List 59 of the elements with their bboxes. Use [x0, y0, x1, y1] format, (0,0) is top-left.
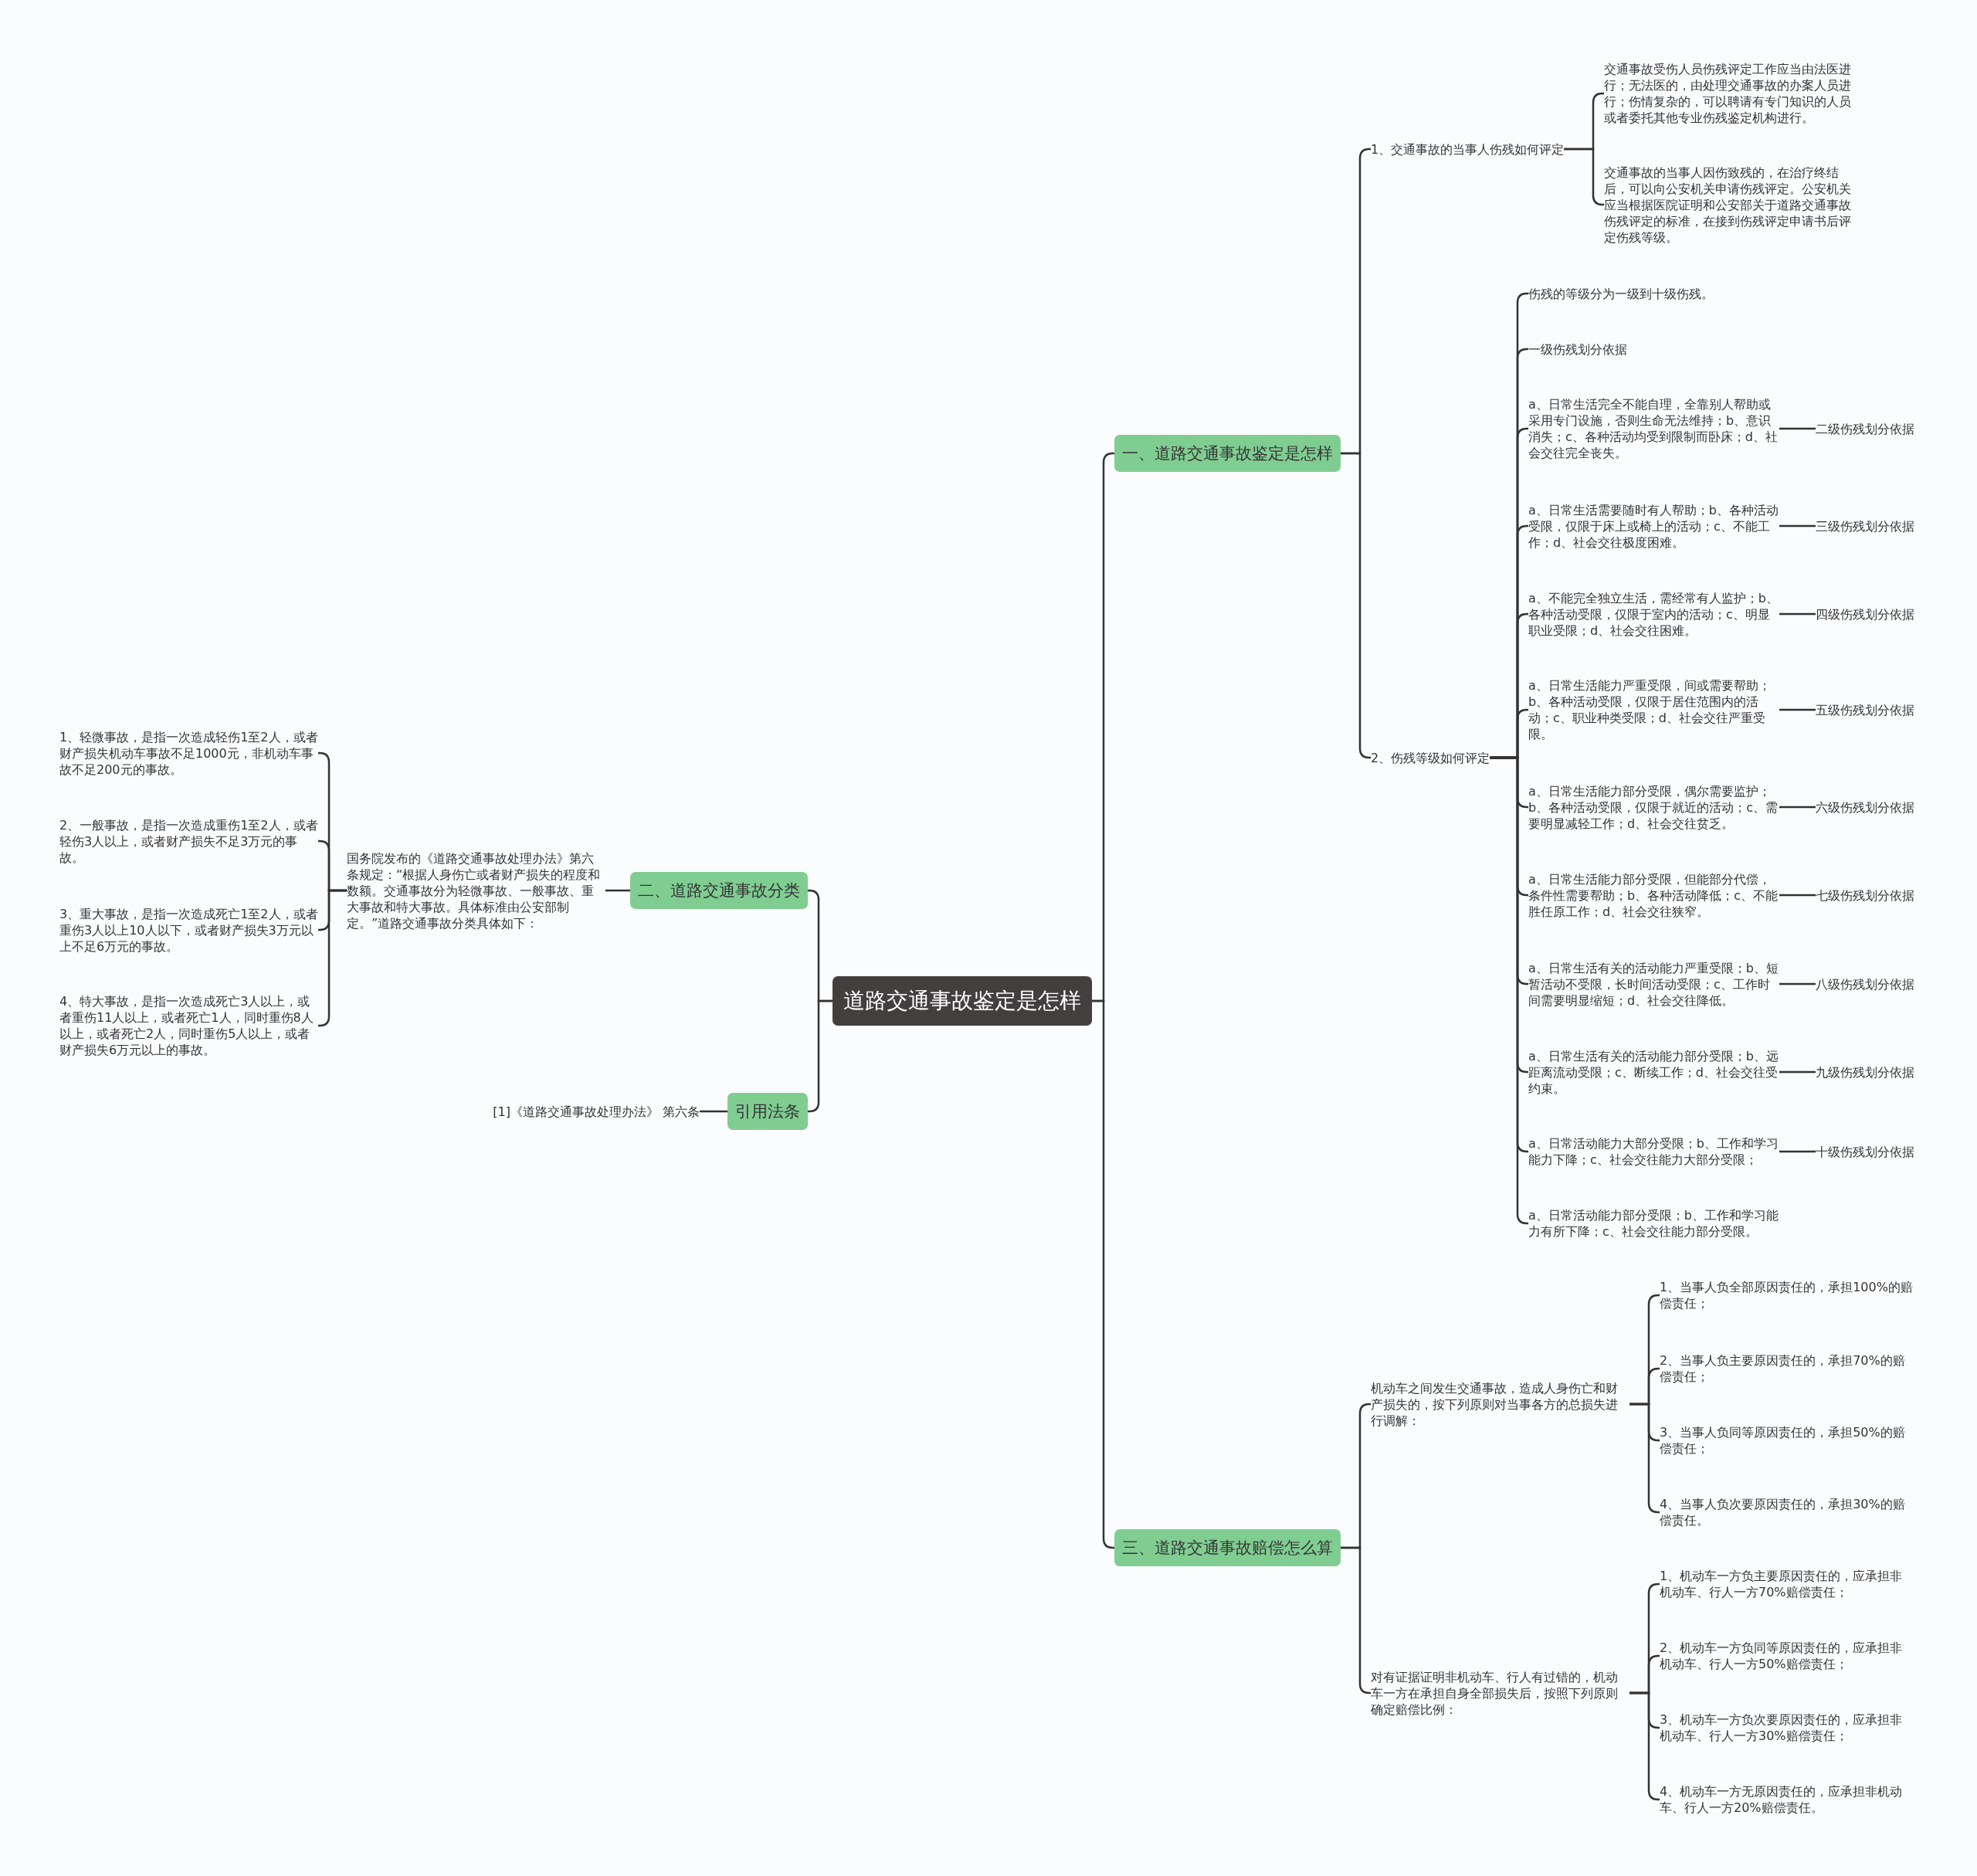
connector-line — [1779, 427, 1816, 430]
connector-line — [1092, 999, 1115, 1549]
topic-text: 2、机动车一方负同等原因责任的，应承担非机动车、行人一方50%赔偿责任； — [1660, 1640, 1914, 1672]
branch-topic-box: 三、道路交通事故赔偿怎么算 — [1114, 1529, 1341, 1566]
connector-line — [1779, 894, 1816, 897]
topic-text: 二级伤残划分依据 — [1816, 420, 1914, 437]
topic-text: 机动车之间发生交通事故，造成人身伤亡和财产损失的，按下列原则对当事各方的总损失进行调解： — [1371, 1379, 1629, 1429]
topic-text: 3、重大事故，是指一次造成死亡1至2人，或者重伤3人以上10人以下，或者财产损失3万元以上不足6万元的事故。 — [59, 905, 318, 955]
topic-text: a、日常生活有关的活动能力严重受限；b、短暂活动不受限，长时间活动受限；c、工作时间需要明显缩短；d、社会交往降低。 — [1528, 959, 1779, 1009]
topic-text: 对有证据证明非机动车、行人有过错的，机动车一方在承担自身全部损失后，按照下列原则确定赔偿比例： — [1371, 1668, 1629, 1718]
branch-topic-box: 二、道路交通事故分类 — [630, 872, 808, 909]
topic-text: 1、轻微事故，是指一次造成轻伤1至2人，或者财产损失机动车事故不足1000元，非机动车事故不足200元的事故。 — [59, 728, 318, 778]
topic-text: 1、交通事故的当事人伤残如何评定 — [1371, 141, 1565, 158]
topic-text: a、日常生活完全不能自理，全靠别人帮助或采用专门设施，否则生命无法维持；b、意识消失；c、各种活动均受到限制而卧床；d、社会交往完全丧失。 — [1528, 396, 1779, 461]
topic-text: a、日常生活能力部分受限，但能部分代偿，条件性需要帮助；b、各种活动降低；c、不能胜任原工作；d、社会交往狭窄。 — [1528, 870, 1779, 920]
connector-line — [1779, 982, 1816, 985]
topic-text: 交通事故受伤人员伤残评定工作应当由法医进行；无法医的，由处理交通事故的办案人员进行；伤情复杂的，可以聘请有专门知识的人员或者委托其他专业伤残鉴定机构进行。 — [1604, 61, 1863, 126]
topic-text: 3、机动车一方负次要原因责任的，应承担非机动车、行人一方30%赔偿责任； — [1660, 1711, 1914, 1744]
topic-text: 八级伤残划分依据 — [1816, 975, 1914, 992]
branch-topic-box: 引用法条 — [727, 1093, 808, 1130]
central-topic-box: 道路交通事故鉴定是怎样 — [833, 976, 1092, 1026]
connector-line — [1779, 1070, 1816, 1074]
topic-text: 4、当事人负次要原因责任的，承担30%的赔偿责任。 — [1660, 1496, 1914, 1528]
topic-text: 六级伤残划分依据 — [1816, 799, 1914, 816]
topic-text: [1]《道路交通事故处理办法》 第六条 — [493, 1103, 700, 1120]
branch-topic-box: 一、道路交通事故鉴定是怎样 — [1114, 435, 1341, 472]
topic-text: 3、当事人负同等原因责任的，承担50%的赔偿责任； — [1660, 1424, 1914, 1457]
topic-text: 交通事故的当事人因伤致残的，在治疗终结后，可以向公安机关申请伤残评定。公安机关应当根据医院证明和公安部关于道路交通事故伤残评定的标准，在接到伤残评定申请书后评定伤残等级。 — [1604, 164, 1863, 246]
topic-text: a、日常生活需要随时有人帮助；b、各种活动受限，仅限于床上或椅上的活动；c、不能工作；d、社会交往极度困难。 — [1528, 501, 1779, 551]
topic-text: 九级伤残划分依据 — [1816, 1064, 1914, 1080]
topic-text: 五级伤残划分依据 — [1816, 701, 1914, 718]
topic-text: 四级伤残划分依据 — [1816, 606, 1914, 623]
topic-text: 国务院发布的《道路交通事故处理办法》第六条规定：“根据人身伤亡或者财产损失的程度和数额。交通事故分为轻微事故、一般事故、重大事故和特大事故。具体标准由公安部制定。”道路交通事故分类具体如下： — [347, 850, 605, 931]
topic-text: 七级伤残划分依据 — [1816, 887, 1914, 904]
topic-text: 三级伤残划分依据 — [1816, 517, 1914, 534]
topic-text: 2、伤残等级如何评定 — [1371, 749, 1490, 766]
topic-text: 4、机动车一方无原因责任的，应承担非机动车、行人一方20%赔偿责任。 — [1660, 1783, 1914, 1816]
connector-line — [1779, 524, 1816, 528]
topic-text: 4、特大事故，是指一次造成死亡3人以上，或者重伤11人以上，或者死亡1人，同时重伤8人以上，或者死亡2人，同时重伤5人以上，或者财产损失6万元以上的事故。 — [59, 993, 318, 1058]
topic-text: 1、机动车一方负主要原因责任的，应承担非机动车、行人一方70%赔偿责任； — [1660, 1568, 1914, 1600]
connector-line — [1779, 806, 1816, 809]
connector-line — [700, 1110, 727, 1113]
connector-line — [605, 889, 630, 892]
topic-text: 2、一般事故，是指一次造成重伤1至2人，或者轻伤3人以上，或者财产损失不足3万元的事故。 — [59, 816, 318, 866]
topic-text: a、日常活动能力部分受限；b、工作和学习能力有所下降；c、社会交往能力部分受限。 — [1528, 1207, 1779, 1240]
topic-text: 十级伤残划分依据 — [1816, 1143, 1914, 1160]
topic-text: a、日常生活有关的活动能力部分受限；b、远距离流动受限；c、断续工作；d、社会交往受约束。 — [1528, 1047, 1779, 1097]
topic-text: a、不能完全独立生活，需经常有人监护；b、各种活动受限，仅限于室内的活动；c、明显职业受限；d、社会交往困难。 — [1528, 589, 1779, 639]
topic-text: a、日常活动能力大部分受限；b、工作和学习能力下降；c、社会交往能力大部分受限； — [1528, 1135, 1779, 1168]
connector-line — [1779, 1150, 1816, 1153]
connector-line — [1779, 612, 1816, 616]
connector-line — [1490, 756, 1529, 1225]
connector-line — [1779, 708, 1816, 711]
topic-text: 2、当事人负主要原因责任的，承担70%的赔偿责任； — [1660, 1352, 1914, 1385]
topic-text: 一级伤残划分依据 — [1528, 341, 1627, 358]
topic-text: a、日常生活能力部分受限，偶尔需要监护；b、各种活动受限，仅限于就近的活动；c、需要明显减轻工作；d、社会交往贫乏。 — [1528, 782, 1779, 832]
topic-text: a、日常生活能力严重受限，间或需要帮助；b、各种活动受限，仅限于居住范围内的活动；c、职业种类受限；d、社会交往严重受限。 — [1528, 677, 1779, 742]
topic-text: 1、当事人负全部原因责任的，承担100%的赔偿责任； — [1660, 1279, 1914, 1311]
topic-text: 伤残的等级分为一级到十级伤残。 — [1528, 285, 1714, 302]
